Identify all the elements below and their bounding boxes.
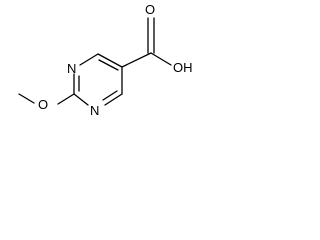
structure-diagram: N N O O OH <box>18 2 193 118</box>
bond-o-ch3 <box>18 93 35 104</box>
bond-c5-ccooh <box>121 52 152 68</box>
bond-c-oh <box>150 52 172 66</box>
carboxyl-group <box>121 17 172 68</box>
bond-c6-c5 <box>97 53 123 68</box>
atom-n-top: N <box>67 61 76 76</box>
bond-n1-c6 <box>79 53 99 66</box>
bond-c6-c5-inner <box>98 59 119 71</box>
atom-n-bottom: N <box>90 103 99 118</box>
pyrimidine-ring <box>73 53 123 106</box>
bond-n3-c2 <box>73 93 89 106</box>
atom-o-carbonyl: O <box>145 2 155 17</box>
methoxy-group <box>18 93 75 105</box>
bond-c4-n3-inner <box>102 90 118 101</box>
atom-oh: OH <box>173 60 193 75</box>
atom-o-methoxy: O <box>38 97 48 112</box>
bond-c2-o <box>57 93 75 105</box>
bond-c4-n3 <box>104 93 123 106</box>
